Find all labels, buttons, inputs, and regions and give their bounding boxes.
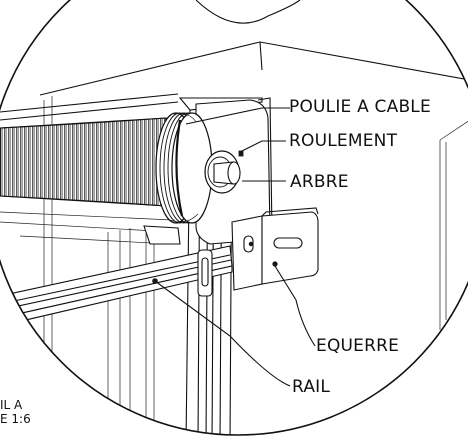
wall-corner bbox=[259, 41, 263, 71]
label-arbre: ARBRE bbox=[290, 172, 349, 192]
shaft bbox=[213, 161, 241, 185]
upper-detail-arc bbox=[195, 0, 301, 24]
spring-drum bbox=[0, 117, 167, 207]
label-poulie-a-cable: POULIE A CABLE bbox=[289, 97, 431, 117]
label-rail: RAIL bbox=[292, 377, 330, 397]
leader-lines bbox=[154, 107, 316, 387]
detail-circle-content bbox=[0, 41, 468, 435]
equerre-bracket bbox=[231, 207, 319, 291]
detail-circle bbox=[0, 0, 468, 436]
label-roulement: ROULEMENT bbox=[289, 131, 398, 151]
corner-note-line2: E 1:6 bbox=[0, 412, 31, 426]
ceiling-edge bbox=[39, 41, 468, 96]
rail-clip bbox=[197, 249, 213, 297]
label-equerre: EQUERRE bbox=[316, 336, 399, 356]
cable-pulley bbox=[155, 112, 213, 224]
corner-note-line1: IL A bbox=[0, 398, 23, 412]
side-frame bbox=[178, 97, 263, 111]
rail-profile bbox=[0, 245, 233, 327]
